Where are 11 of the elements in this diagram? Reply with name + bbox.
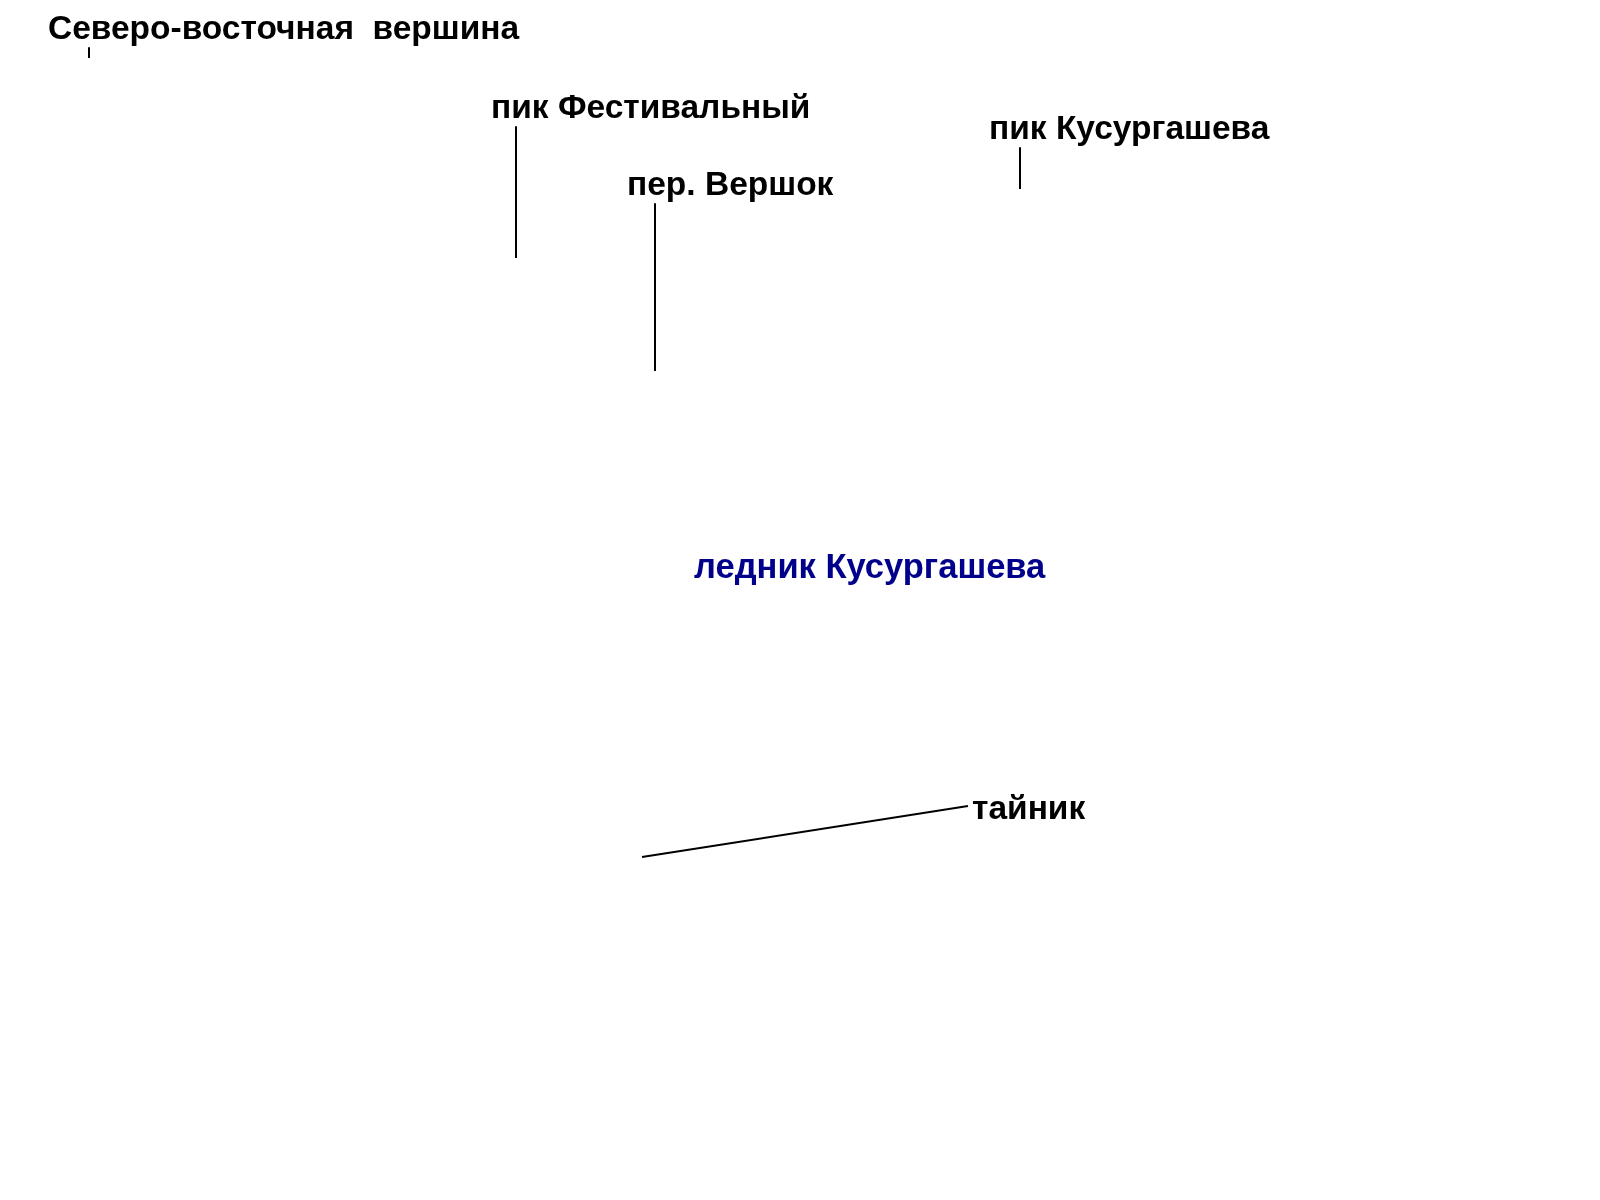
place-label: Северо-восточная вершина	[48, 10, 520, 46]
place-label: пер. Вершок	[627, 166, 834, 202]
place-label: пик Кусургашева	[989, 110, 1270, 146]
leader-line	[515, 125, 517, 259]
leader-line	[1019, 146, 1021, 190]
leader-line	[641, 805, 969, 858]
place-label: тайник	[972, 790, 1086, 826]
place-label: пик Фестивальный	[491, 89, 811, 125]
area-label: ледник Кусургашева	[694, 548, 1046, 585]
leader-line	[88, 46, 90, 59]
leader-line	[654, 202, 656, 372]
